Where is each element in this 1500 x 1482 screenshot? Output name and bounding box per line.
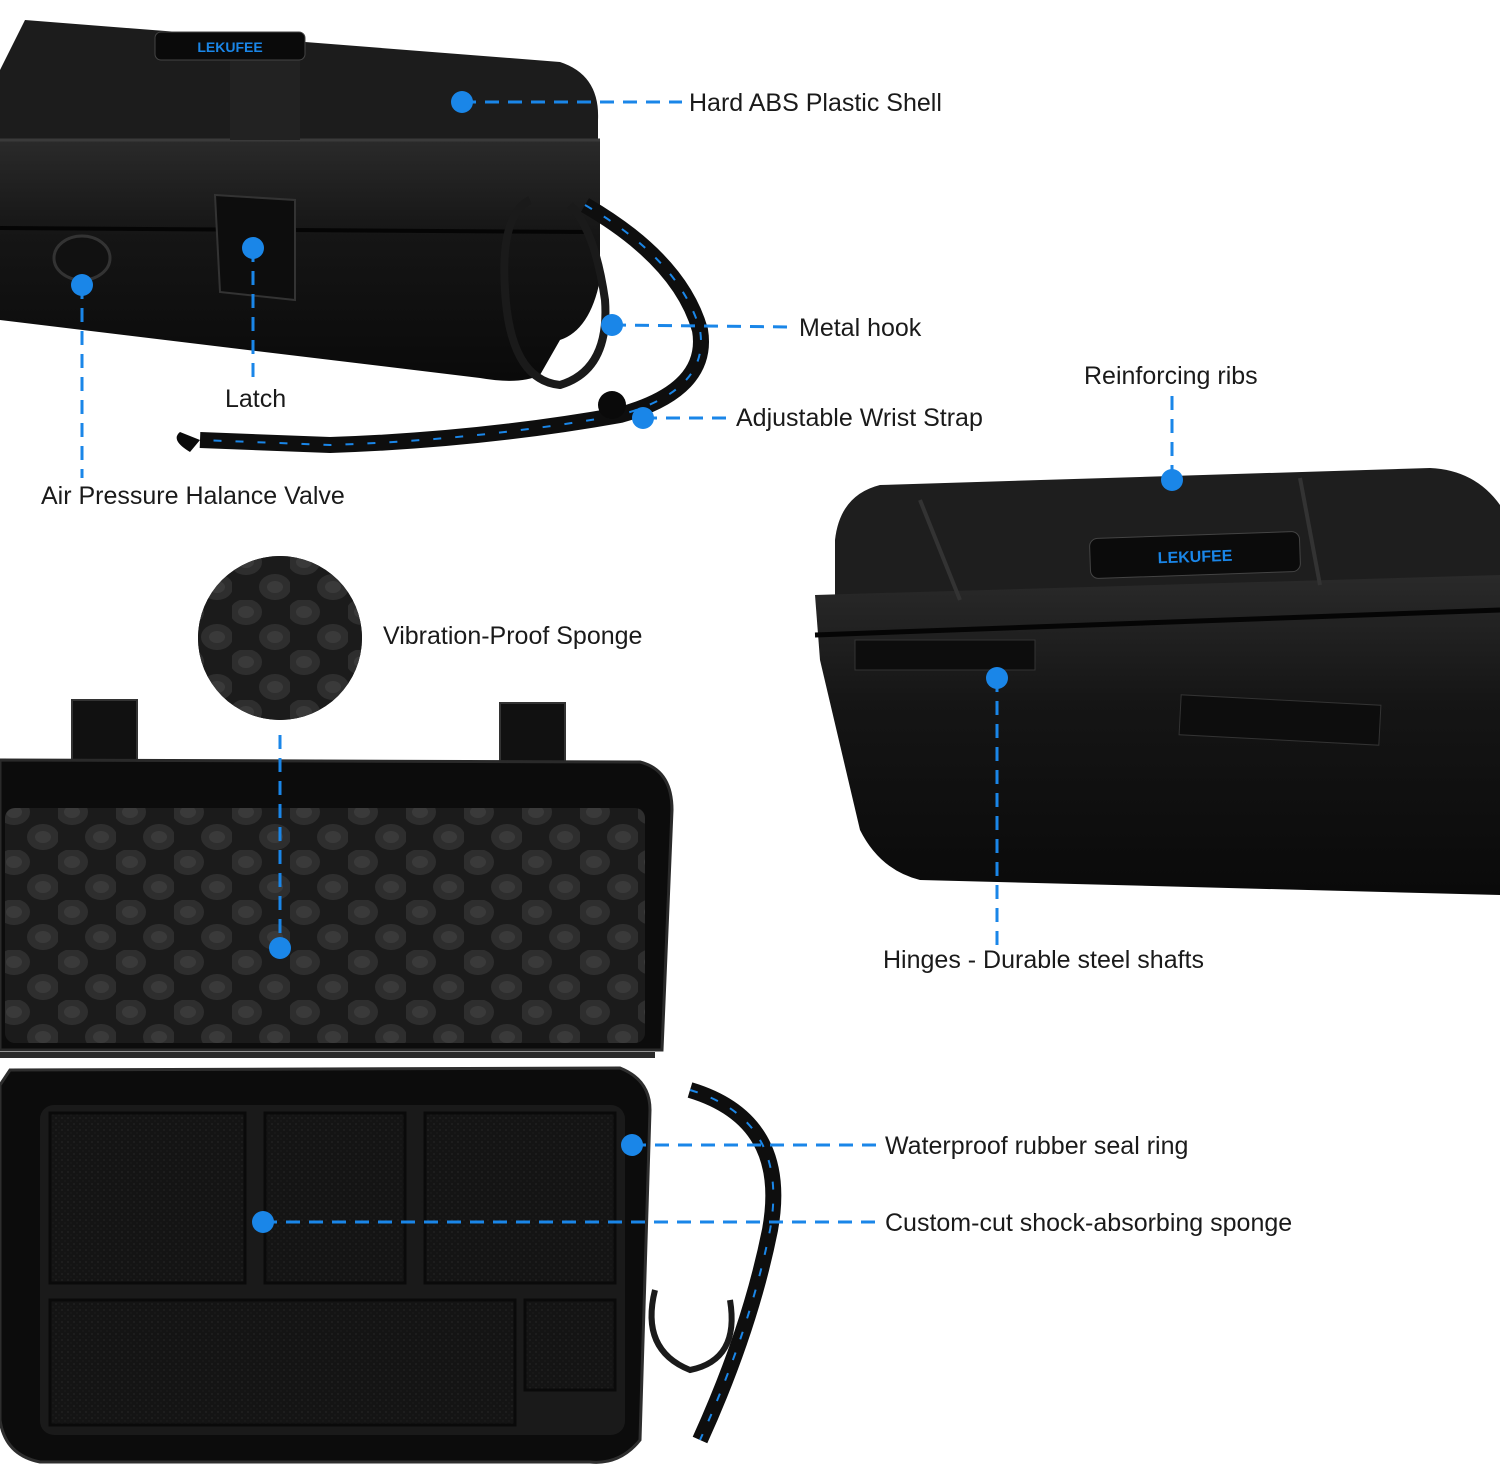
brand-logo-right: LEKUFEE [1157, 548, 1233, 568]
callout-dot [1161, 469, 1183, 491]
open-case [0, 699, 782, 1464]
label-sponge-top: Vibration-Proof Sponge [383, 622, 643, 650]
closed-case-front: LEKUFEE [0, 20, 709, 454]
callout-dot [71, 274, 93, 296]
label-metal-hook: Metal hook [799, 314, 922, 342]
label-hinges: Hinges - Durable steel shafts [883, 946, 1204, 974]
callout-dot [621, 1134, 643, 1156]
label-valve: Air Pressure Halance Valve [41, 482, 345, 510]
callout-dot [269, 937, 291, 959]
label-wrist-strap: Adjustable Wrist Strap [736, 404, 983, 432]
sponge-closeup [198, 556, 362, 720]
callout-dot [451, 91, 473, 113]
label-seal-ring: Waterproof rubber seal ring [885, 1132, 1189, 1160]
label-ribs: Reinforcing ribs [1084, 362, 1258, 390]
callout-dot [242, 237, 264, 259]
callout-dot [601, 314, 623, 336]
callout-dot [986, 667, 1008, 689]
label-custom-sponge: Custom-cut shock-absorbing sponge [885, 1209, 1293, 1237]
closed-case-angled: LEKUFEE [814, 468, 1500, 895]
callout-dot [632, 407, 654, 429]
brand-logo: LEKUFEE [197, 39, 262, 55]
label-latch: Latch [225, 385, 287, 413]
callout-line-metal-hook [611, 323, 793, 329]
label-hard-shell: Hard ABS Plastic Shell [689, 89, 942, 117]
callout-dot [252, 1211, 274, 1233]
